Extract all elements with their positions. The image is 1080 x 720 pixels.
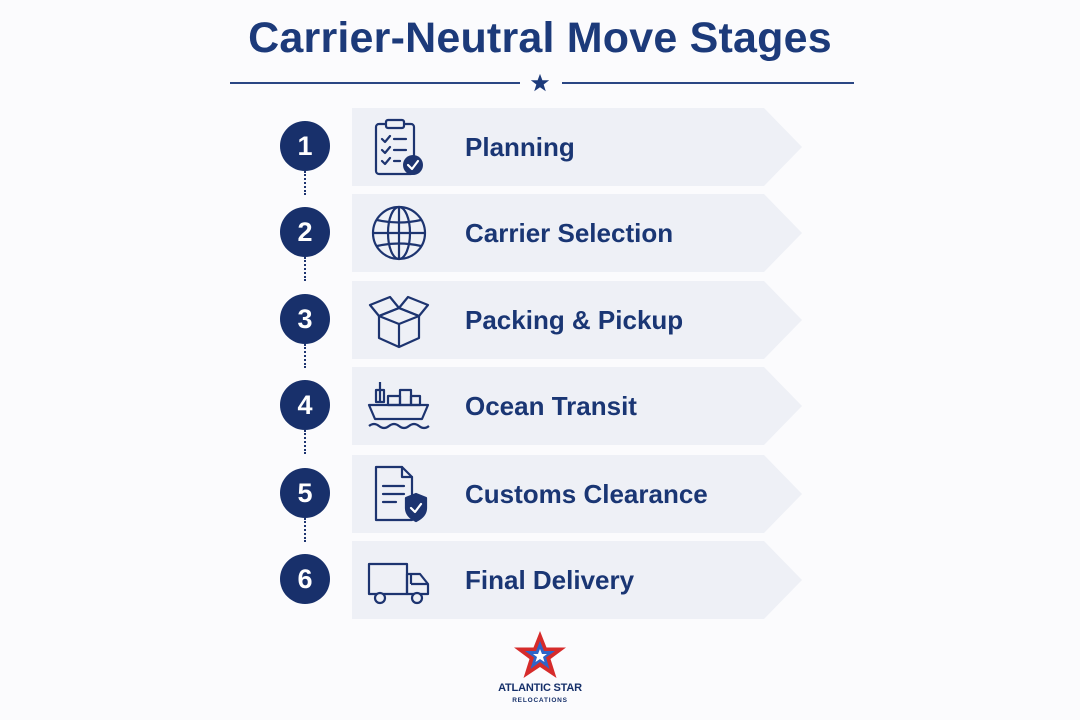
stage-number-1: 1	[280, 121, 330, 171]
stage-card-planning: Planning	[352, 108, 802, 186]
title-divider-left	[230, 82, 520, 84]
stage-number-2: 2	[280, 207, 330, 257]
stage-card-ocean-transit: Ocean Transit	[352, 367, 802, 445]
stage-number-3: 3	[280, 294, 330, 344]
stage-card-customs-clearance: Customs Clearance	[352, 455, 802, 533]
logo-tagline: RELOCATIONS	[512, 697, 568, 704]
logo-name: ATLANTIC STAR	[498, 682, 582, 694]
stage-connector	[304, 430, 306, 454]
stage-connector	[304, 344, 306, 368]
stage-connector	[304, 518, 306, 542]
company-logo: ATLANTIC STAR RELOCATIONS	[490, 630, 590, 710]
title-divider-right	[562, 82, 854, 84]
stage-label: Ocean Transit	[465, 391, 637, 421]
stage-card-final-delivery: Final Delivery	[352, 541, 802, 619]
stage-label: Carrier Selection	[465, 218, 674, 248]
stage-label: Final Delivery	[465, 565, 635, 595]
globe-icon	[371, 205, 427, 261]
stage-label: Packing & Pickup	[465, 305, 684, 335]
stage-card-carrier-selection: Carrier Selection	[352, 194, 802, 272]
open-box-icon	[368, 295, 430, 349]
cargo-ship-icon	[367, 382, 430, 430]
page-title: Carrier-Neutral Move Stages	[248, 14, 832, 62]
stage-label: Planning	[465, 132, 575, 162]
stage-connector	[304, 171, 306, 195]
star-logo-icon	[514, 631, 566, 678]
document-shield-icon	[374, 465, 428, 523]
stage-card-packing-pickup: Packing & Pickup	[352, 281, 802, 359]
stage-number-5: 5	[280, 468, 330, 518]
stage-number-4: 4	[280, 380, 330, 430]
stage-number-6: 6	[280, 554, 330, 604]
star-divider-icon	[530, 73, 550, 92]
delivery-truck-icon	[367, 562, 430, 605]
clipboard-check-icon	[374, 118, 423, 176]
stage-connector	[304, 257, 306, 281]
stage-label: Customs Clearance	[465, 479, 708, 509]
